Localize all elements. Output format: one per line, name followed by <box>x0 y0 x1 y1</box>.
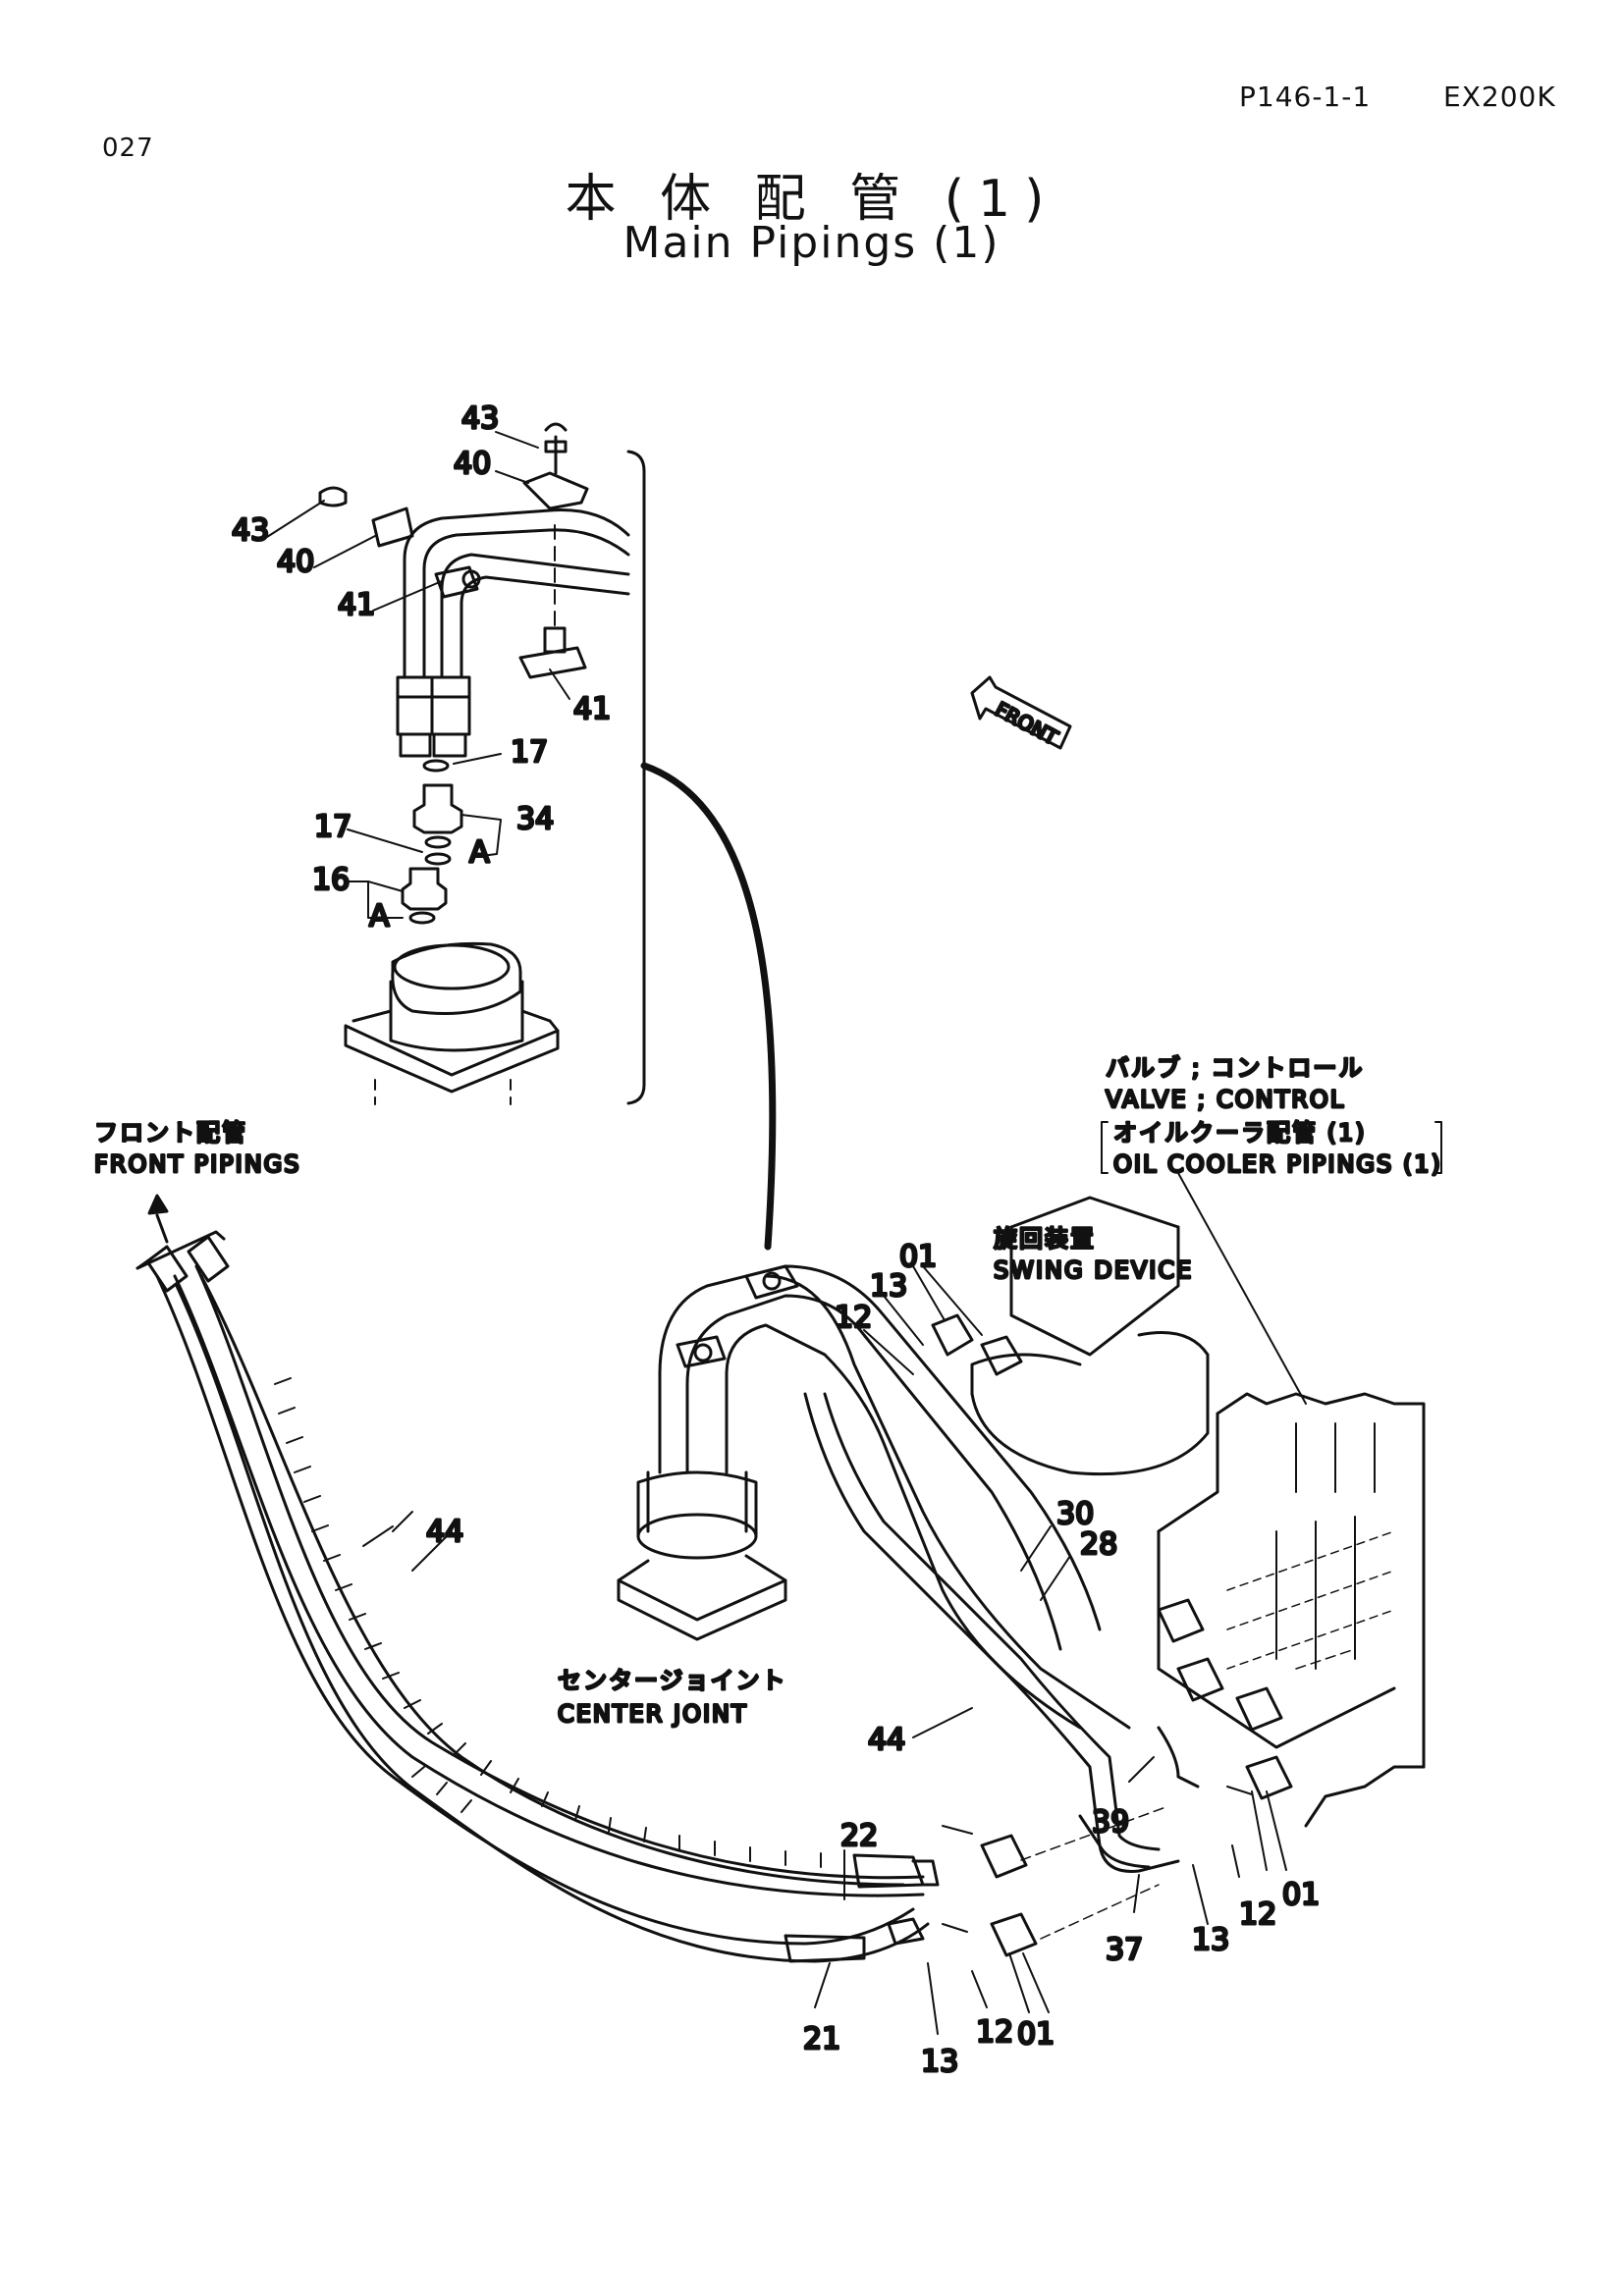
main-assembly <box>362 1172 1426 2035</box>
detail-inset <box>266 422 777 1251</box>
callout-01-right: 01 <box>1282 1878 1320 1912</box>
callout-01-top: 01 <box>899 1240 937 1274</box>
label-front-pipings-en: FRONT PIPINGS <box>94 1150 301 1178</box>
label-valve-jp: バルブ ; コントロール <box>1106 1054 1364 1082</box>
sheet-number: 027 <box>102 133 154 163</box>
callout-22: 22 <box>840 1819 878 1853</box>
callout-16: 16 <box>312 863 350 897</box>
callout-37: 37 <box>1106 1933 1143 1967</box>
callout-43-left: 43 <box>232 513 269 548</box>
callout-12-bottom: 12 <box>976 2015 1013 2050</box>
callout-43-top: 43 <box>461 401 499 436</box>
label-oil-cooler-jp: オイルクーラ配管 (1) <box>1113 1119 1367 1147</box>
page-code: P146-1-1 <box>1239 80 1372 113</box>
callout-21: 21 <box>803 2022 840 2056</box>
front-pipings-bracket <box>135 1194 226 1270</box>
callout-12-top: 12 <box>835 1301 872 1335</box>
callout-30: 30 <box>1056 1497 1094 1531</box>
callout-44-left: 44 <box>426 1515 463 1549</box>
model-code: EX200K <box>1443 80 1556 113</box>
callout-44-right: 44 <box>868 1723 905 1757</box>
page-title-japanese: 本 体 配 管 (1) <box>565 170 1058 229</box>
callout-40-left: 40 <box>277 545 314 579</box>
callout-34: 34 <box>516 802 554 836</box>
callout-28: 28 <box>1080 1527 1117 1562</box>
label-center-joint-jp: センタージョイント <box>558 1667 787 1694</box>
label-swing-device-en: SWING DEVICE <box>994 1256 1193 1284</box>
callout-12-right: 12 <box>1239 1897 1276 1932</box>
callout-17-lower: 17 <box>314 810 352 844</box>
oil-cooler-bracket <box>1101 1121 1442 1174</box>
callout-41-right: 41 <box>573 692 611 726</box>
callout-13-top: 13 <box>870 1269 907 1304</box>
front-arrow-shape <box>970 675 1072 750</box>
callout-17-upper: 17 <box>511 735 548 770</box>
callout-01-bottom: 01 <box>1017 2017 1055 2052</box>
page-title-english: Main Pipings (1) <box>622 218 1001 268</box>
label-front-pipings-jp: フロント配管 <box>94 1119 247 1147</box>
label-swing-device-jp: 旋回装置 <box>994 1225 1096 1253</box>
callout-a-lower: A <box>369 899 390 934</box>
callout-a-upper: A <box>469 835 490 870</box>
label-valve-en: VALVE ; CONTROL <box>1106 1086 1345 1113</box>
long-hoses <box>145 1235 940 1963</box>
label-oil-cooler-en: OIL COOLER PIPINGS (1) <box>1113 1150 1442 1178</box>
callout-13-bottom: 13 <box>921 2045 958 2079</box>
callout-40-top: 40 <box>454 447 491 481</box>
callout-41-left: 41 <box>338 588 375 622</box>
label-center-joint-en: CENTER JOINT <box>558 1700 748 1728</box>
callout-39: 39 <box>1092 1805 1129 1840</box>
callout-13-right: 13 <box>1192 1923 1229 1957</box>
